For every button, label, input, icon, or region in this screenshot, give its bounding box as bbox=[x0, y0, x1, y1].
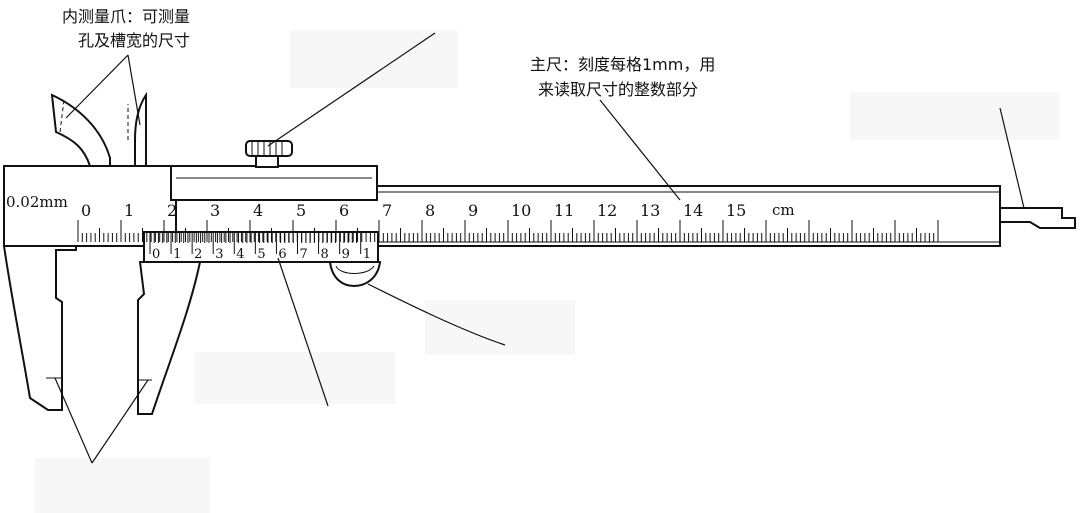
vernier-scale-number: 2 bbox=[194, 247, 202, 262]
vernier-scale-number: 5 bbox=[257, 247, 265, 262]
leader-outer-jaw-left bbox=[54, 377, 93, 464]
annotation-inner-jaws-line2: 孔及槽宽的尺寸 bbox=[78, 31, 190, 50]
main-scale-number: 2 bbox=[167, 201, 177, 220]
leader-lines bbox=[54, 32, 1025, 464]
main-scale-number: 9 bbox=[468, 201, 478, 220]
vernier-scale-number: 3 bbox=[215, 247, 223, 262]
leader-depth-rod bbox=[999, 107, 1025, 209]
leader-inner-jaw-right bbox=[127, 54, 141, 126]
annotation-main-scale-line1: 主尺：刻度每格1mm，用 bbox=[530, 55, 715, 74]
outer-jaw-movable bbox=[137, 261, 202, 415]
vernier-scale-ticks bbox=[149, 232, 362, 254]
main-scale-number: 13 bbox=[640, 201, 660, 220]
main-scale-number: 8 bbox=[425, 201, 435, 220]
main-scale-number: 12 bbox=[597, 201, 617, 220]
vernier-plate bbox=[143, 231, 379, 263]
outer-measuring-jaws bbox=[2, 245, 202, 415]
inner-jaw-movable bbox=[134, 91, 147, 169]
vernier-scale-number: 1 bbox=[173, 247, 181, 262]
vernier-scale-number: 4 bbox=[236, 247, 244, 262]
main-scale-number: 14 bbox=[683, 201, 703, 220]
inner-jaw-fixed bbox=[50, 93, 111, 187]
leader-vernier bbox=[277, 257, 329, 407]
main-scale-number: 7 bbox=[382, 201, 392, 220]
slider-top bbox=[170, 165, 378, 201]
main-scale-ticks bbox=[77, 220, 939, 242]
masked-label-thumb-wheel bbox=[425, 300, 575, 355]
main-scale-number: 15 bbox=[726, 201, 746, 220]
masked-label-locking-screw bbox=[290, 30, 458, 88]
masked-label-vernier bbox=[195, 352, 395, 404]
vernier-scale-number: 8 bbox=[321, 247, 329, 262]
main-scale-number: 3 bbox=[210, 201, 220, 220]
outer-jaw-fixed bbox=[2, 245, 77, 411]
depth-rod bbox=[999, 207, 1076, 229]
vernier-scale-number: 9 bbox=[342, 247, 350, 262]
main-scale-number: 1 bbox=[124, 201, 134, 220]
annotation-main-scale-line2: 来读取尺寸的整数部分 bbox=[538, 80, 698, 99]
locking-screw bbox=[245, 140, 293, 168]
vernier-scale-number: 6 bbox=[278, 247, 286, 262]
masked-label-outer-jaws bbox=[35, 458, 210, 513]
leader-outer-jaw-right bbox=[91, 379, 149, 464]
main-scale-number: 5 bbox=[296, 201, 306, 220]
main-scale-number: 0 bbox=[81, 201, 91, 220]
masked-label-depth-rod bbox=[850, 92, 1060, 140]
inner-measuring-jaws bbox=[50, 91, 147, 187]
main-scale-number: 11 bbox=[554, 201, 574, 220]
masked-label-areas bbox=[35, 30, 1060, 513]
vernier-scale-number: 0 bbox=[152, 247, 160, 262]
precision-label: 0.02mm bbox=[6, 193, 68, 211]
leader-inner-jaw-left bbox=[65, 54, 129, 119]
main-scale-number: 6 bbox=[339, 201, 349, 220]
leader-thumb-wheel bbox=[367, 283, 506, 346]
unit-label: cm bbox=[772, 201, 795, 219]
vernier-scale-number: 7 bbox=[299, 247, 307, 262]
thumb-wheel bbox=[328, 261, 382, 288]
leader-main-scale bbox=[599, 99, 681, 201]
annotation-inner-jaws-line1: 内测量爪：可测量 bbox=[62, 7, 190, 26]
vernier-scale-number: 1 bbox=[363, 247, 371, 262]
leader-locking-screw bbox=[267, 32, 436, 147]
main-scale-number: 10 bbox=[511, 201, 531, 220]
main-scale-number: 4 bbox=[253, 201, 263, 220]
